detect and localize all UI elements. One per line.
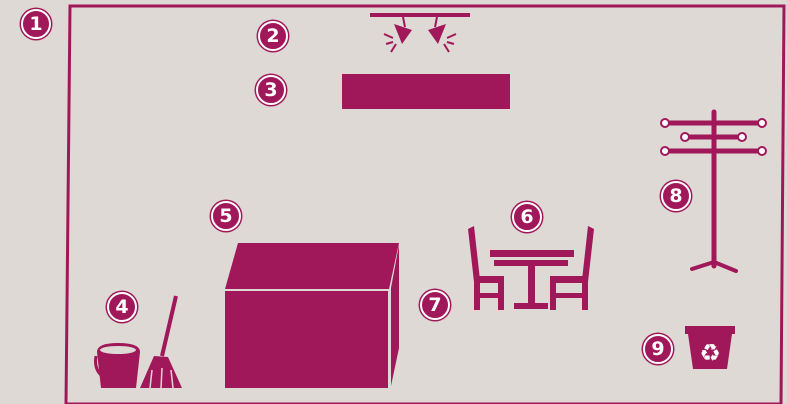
banner — [342, 74, 510, 109]
marker-6[interactable]: 6 — [512, 202, 542, 232]
spotlights-icon — [370, 15, 470, 52]
recycle-bin-icon: ♻ — [685, 326, 735, 369]
table-and-chairs-icon — [468, 226, 594, 310]
marker-8[interactable]: 8 — [661, 181, 691, 211]
recycle-symbol: ♻ — [699, 339, 721, 367]
marker-7[interactable]: 7 — [420, 290, 450, 320]
marker-9[interactable]: 9 — [643, 334, 673, 364]
counter-box — [225, 243, 399, 388]
marker-4[interactable]: 4 — [107, 292, 137, 322]
marker-5[interactable]: 5 — [211, 201, 241, 231]
marker-2[interactable]: 2 — [258, 21, 288, 51]
marker-1[interactable]: 1 — [21, 9, 51, 39]
marker-3[interactable]: 3 — [256, 75, 286, 105]
